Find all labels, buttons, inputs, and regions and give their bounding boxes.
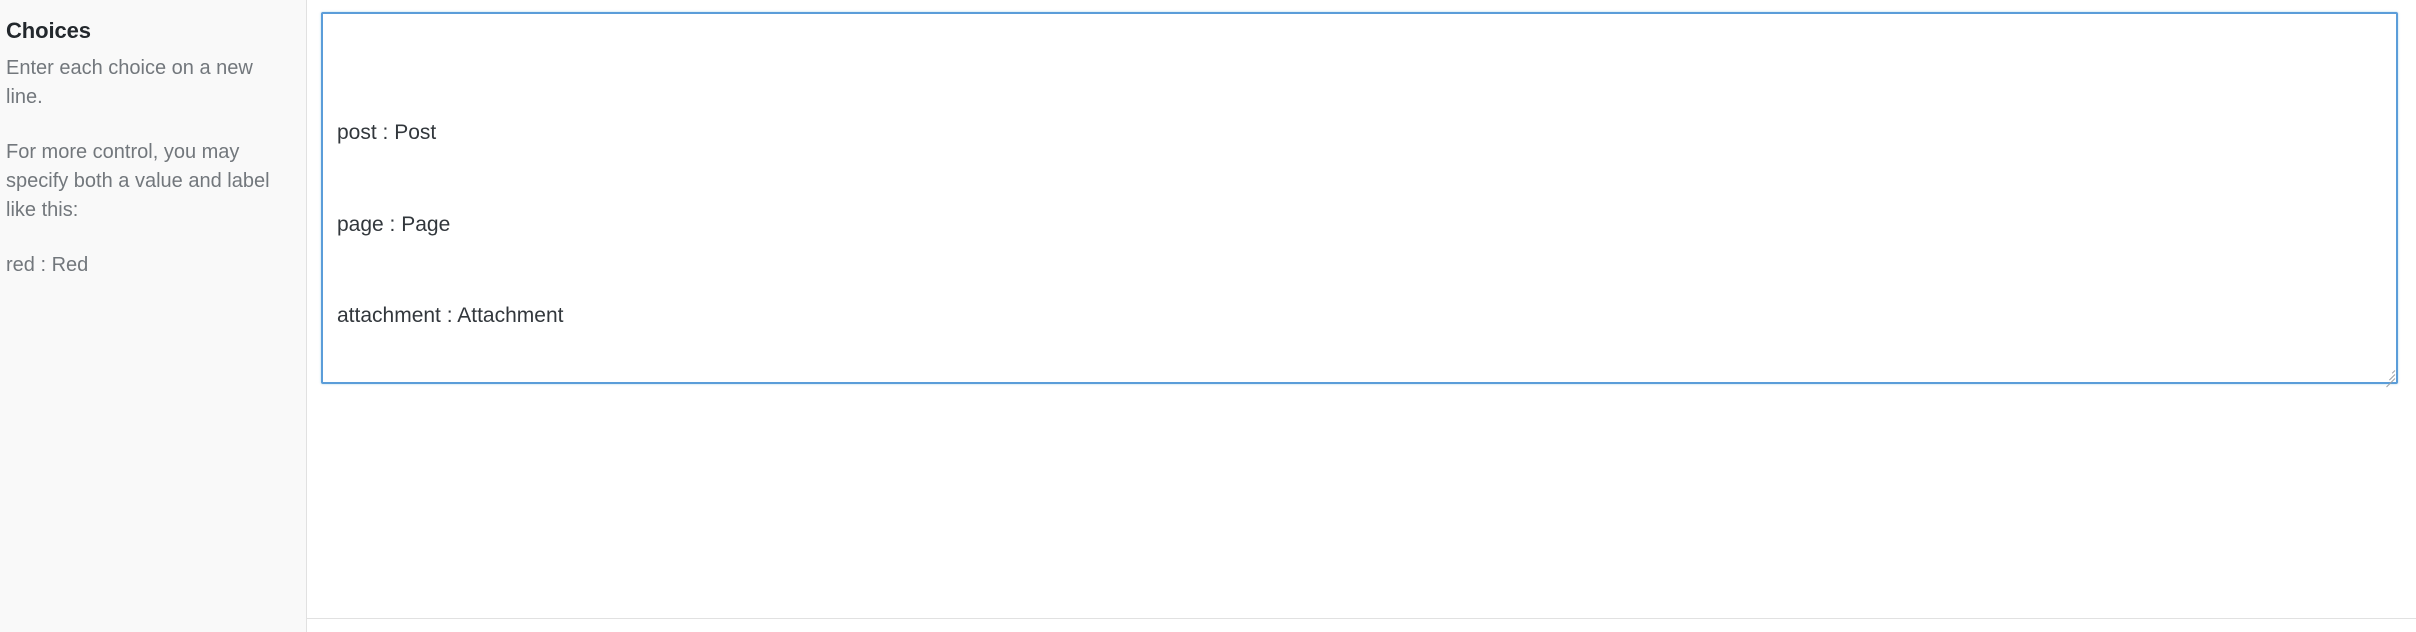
field-row-choices: Choices Enter each choice on a new line.…	[0, 0, 2416, 618]
choices-textarea-wrapper: post : Post page : Page attachment : Att…	[321, 12, 2398, 388]
choices-line: post : Post	[337, 120, 437, 144]
choices-line: attachment : Attachment	[337, 304, 564, 328]
field-description: Enter each choice on a new line. For mor…	[6, 54, 282, 280]
field-label-column: Choices Enter each choice on a new line.…	[0, 0, 307, 618]
textarea-resize-handle-icon[interactable]	[2381, 367, 2396, 388]
choices-line: page : Page	[337, 212, 451, 236]
label-column-bottom-extension	[0, 618, 307, 632]
row-bottom-divider	[0, 618, 2416, 619]
field-title: Choices	[6, 18, 91, 43]
field-description-line-2: For more control, you may specify both a…	[6, 140, 270, 221]
choices-textarea[interactable]: post : Post page : Page attachment : Att…	[321, 12, 2398, 384]
field-description-line-1: Enter each choice on a new line.	[6, 56, 253, 108]
field-description-example: red : Red	[6, 253, 89, 276]
field-input-column: post : Post page : Page attachment : Att…	[307, 0, 2416, 618]
